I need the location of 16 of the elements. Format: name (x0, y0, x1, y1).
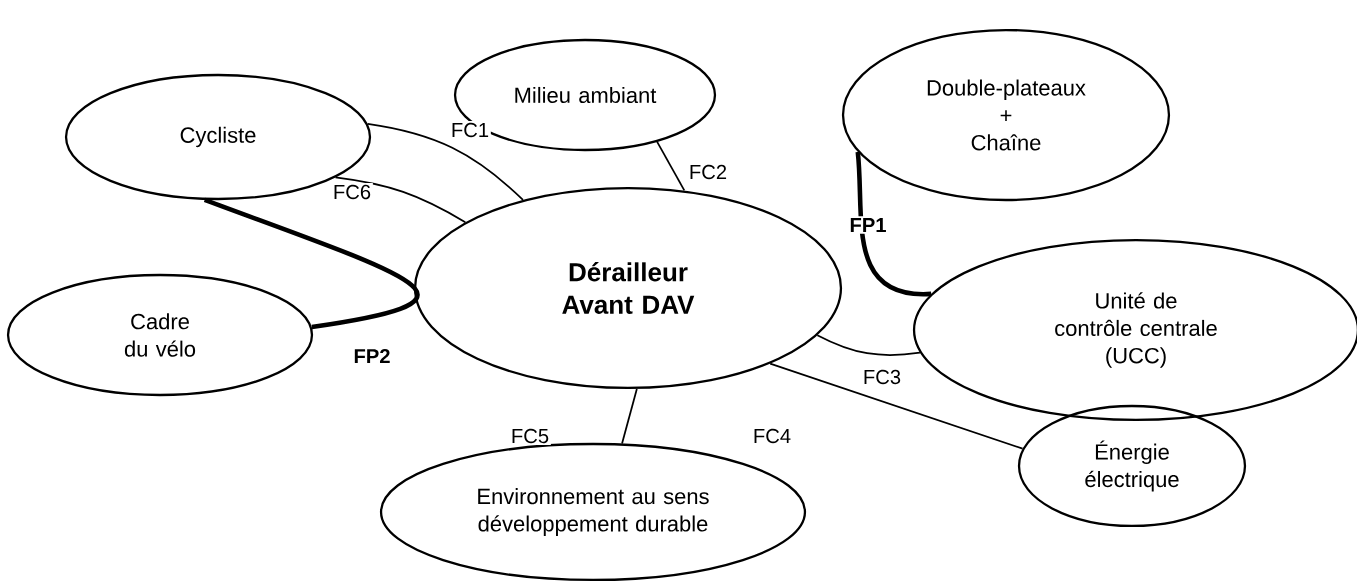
connector-line (769, 362, 1024, 450)
edge-label: FC1 (449, 121, 491, 139)
edge-label: FC2 (687, 163, 729, 181)
connector-line (855, 151, 932, 297)
connector-line (203, 197, 419, 330)
connector-line (366, 123, 524, 201)
edge-label: FC6 (331, 183, 373, 201)
edge-label: FC3 (861, 368, 903, 386)
connector-line (816, 334, 921, 356)
connector-line (334, 176, 467, 224)
connector-line (656, 141, 686, 192)
connector-line (621, 388, 638, 445)
edge-label: FP2 (351, 347, 393, 365)
edge-label: FC5 (509, 427, 551, 445)
edge-label: FP1 (847, 216, 889, 234)
edge-label: FC4 (751, 427, 793, 445)
